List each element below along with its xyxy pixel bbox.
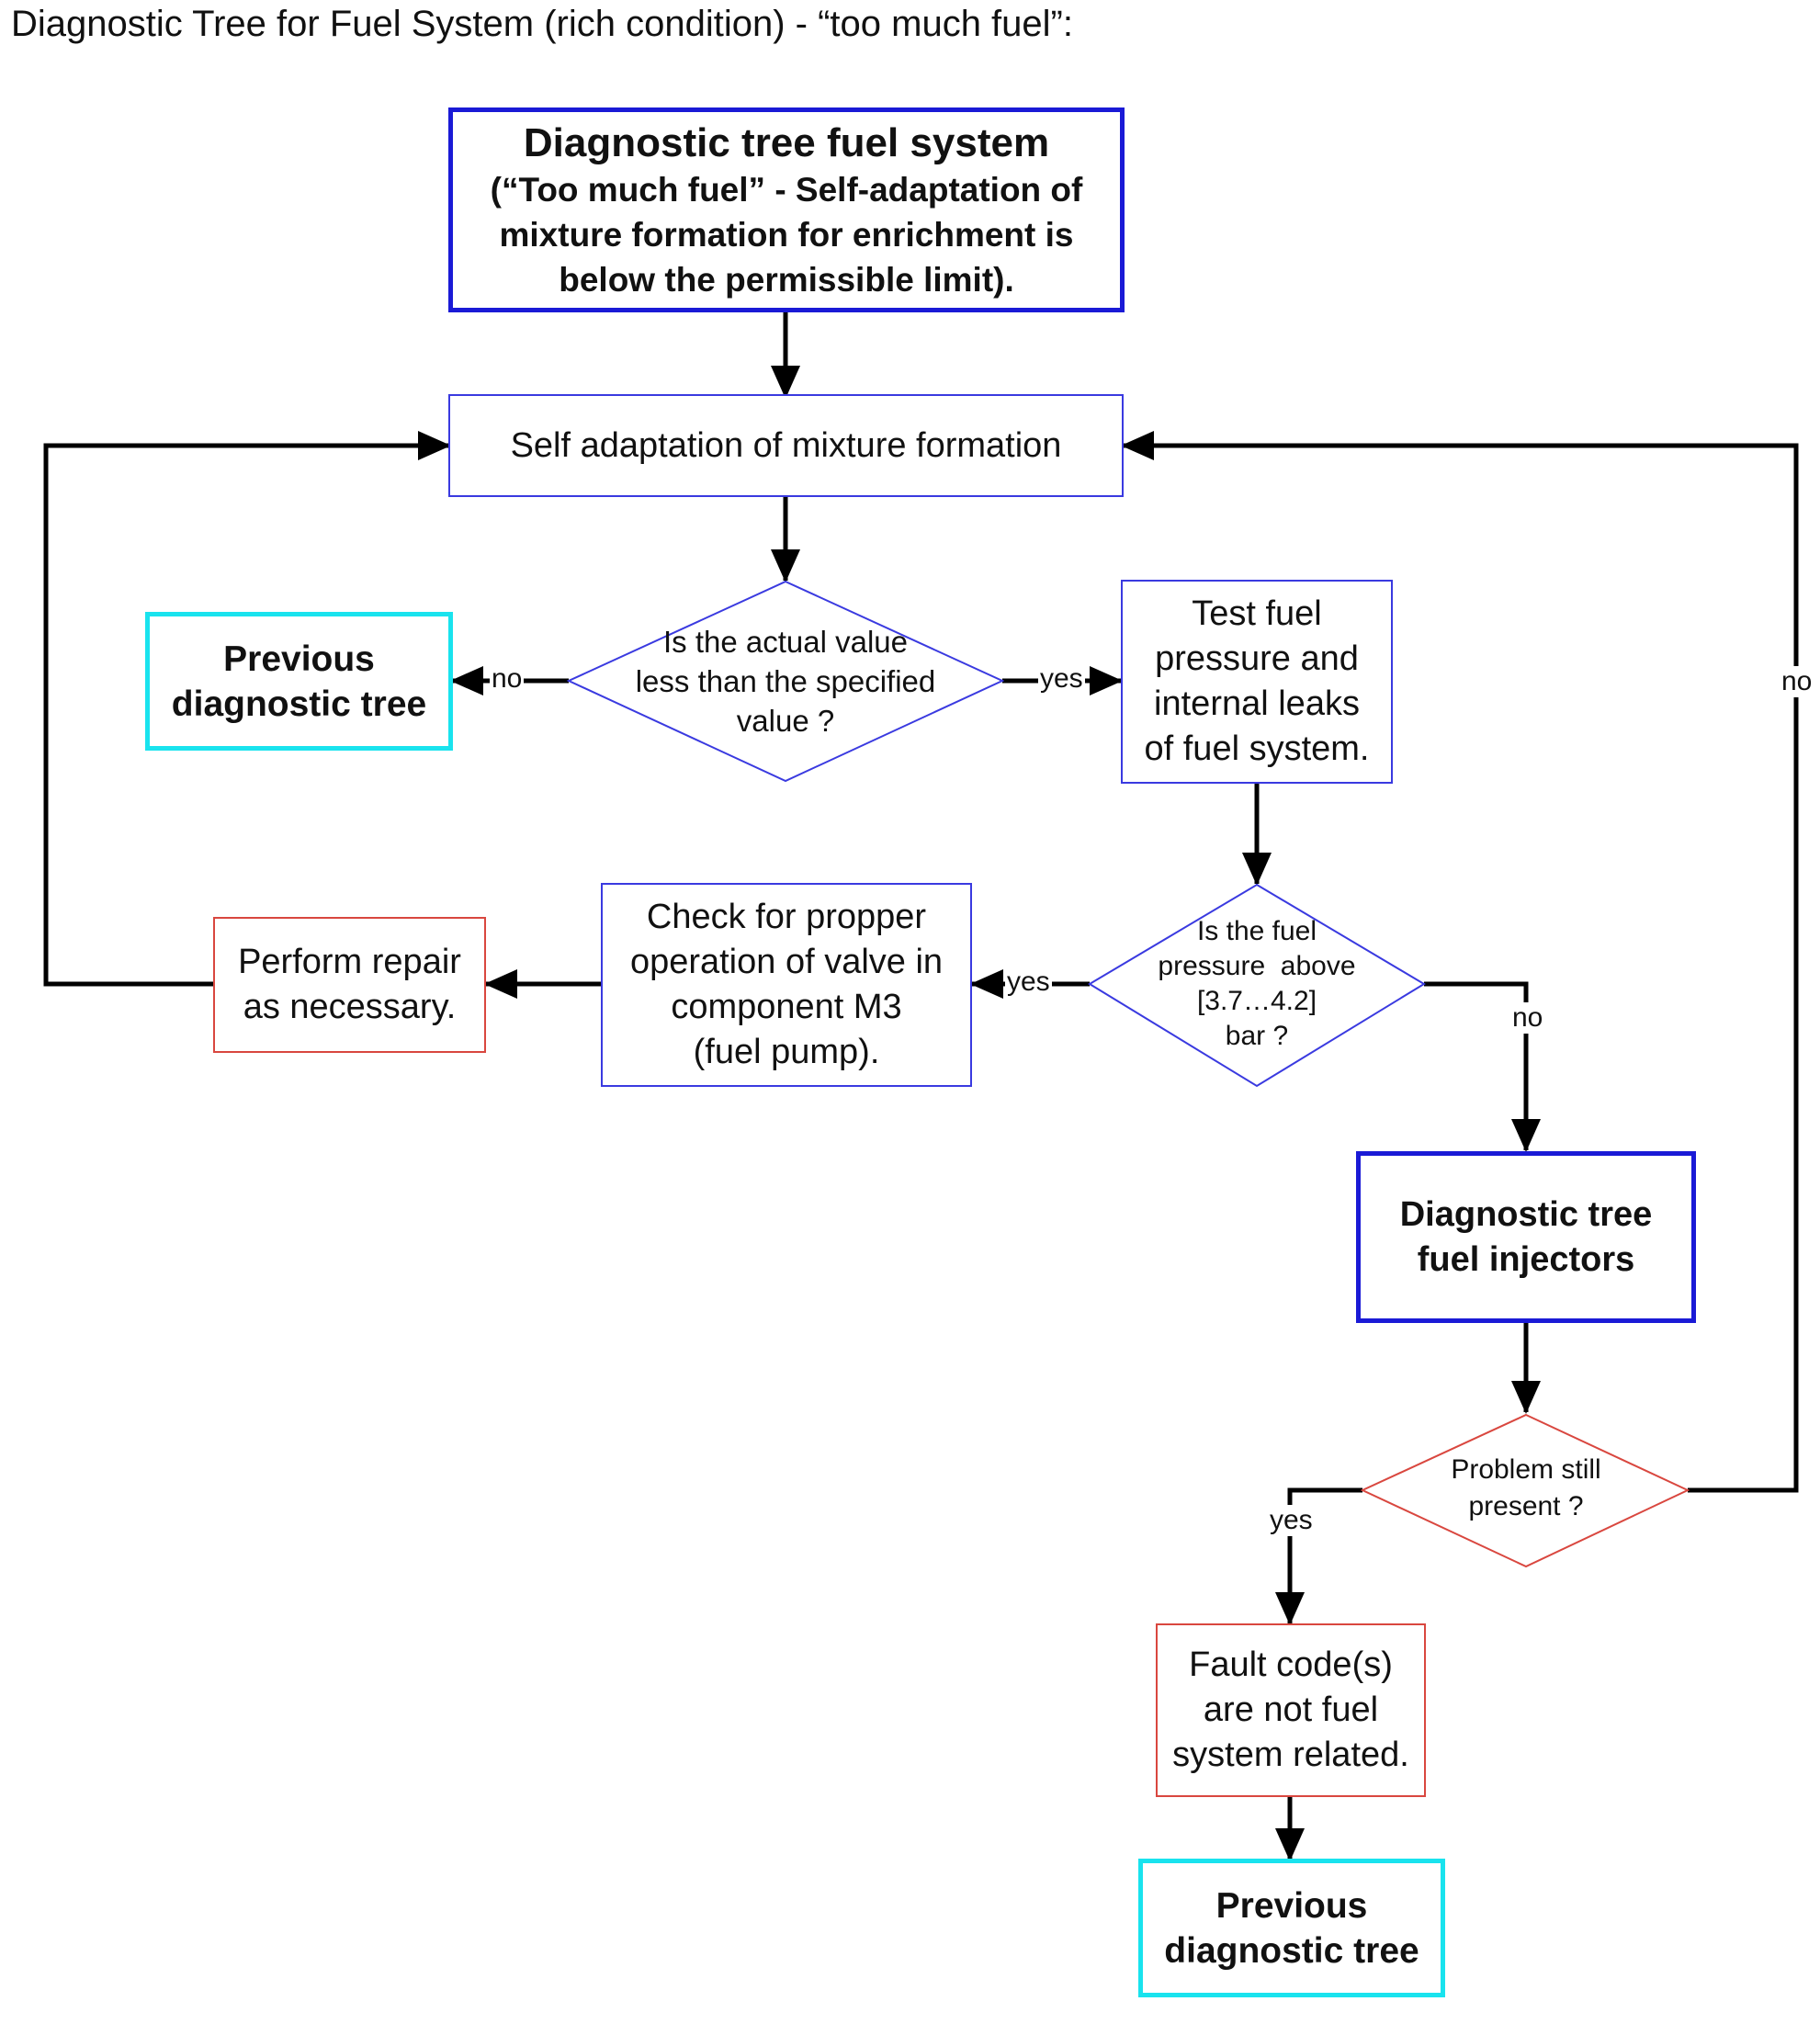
process-self-adaptation-label: Self adaptation of mixture formation [510, 425, 1062, 465]
perform-repair-line2: as necessary. [243, 988, 457, 1026]
previous-top-line2: diagnostic tree [171, 684, 427, 724]
injectors-line1: Diagnostic tree [1399, 1194, 1653, 1234]
edge-label-actual-yes: yes [1038, 663, 1085, 695]
decision-actual-value-line1: Is the actual value [663, 624, 908, 659]
decision-fuel-pressure-shape [1088, 883, 1426, 1088]
decision-fuel-pressure-line3: [3.7…4.2] [1196, 986, 1317, 1016]
check-valve-line3: component M3 [671, 988, 902, 1026]
decision-actual-value-shape [566, 580, 1005, 783]
check-valve-line2: operation of valve in [629, 943, 944, 981]
process-test-fuel-pressure: Test fuel pressure and internal leaks of… [1121, 580, 1393, 784]
edge-decision3-no [1121, 431, 1799, 1493]
check-valve-line4: (fuel pump). [693, 1033, 880, 1071]
start-node-line2: mixture formation for enrichment is [499, 216, 1074, 254]
edge-label-pressure-yes: yes [1005, 967, 1052, 998]
previous-top-line1: Previous [223, 639, 375, 679]
previous-bottom-line2: diagnostic tree [1164, 1930, 1419, 1971]
edge-label-pressure-no: no [1510, 1002, 1545, 1034]
decision-problem-line2: present ? [1468, 1491, 1584, 1521]
terminal-fault-codes-not-fuel-related: Fault code(s) are not fuel system relate… [1156, 1623, 1426, 1797]
edge-decision2-no [1424, 981, 1541, 1152]
test-fuel-line3: internal leaks [1154, 684, 1360, 723]
fault-codes-line1: Fault code(s) [1189, 1645, 1393, 1684]
process-diagnostic-tree-fuel-injectors: Diagnostic tree fuel injectors [1356, 1151, 1696, 1323]
fault-codes-line2: are not fuel [1203, 1690, 1379, 1729]
perform-repair-line1: Perform repair [238, 943, 461, 981]
edge-label-problem-no: no [1780, 666, 1814, 697]
test-fuel-line2: pressure and [1155, 639, 1359, 678]
process-perform-repair: Perform repair as necessary. [213, 917, 486, 1053]
terminal-previous-diagnostic-tree-top: Previous diagnostic tree [145, 612, 453, 751]
edge-decision3-yes [1275, 1487, 1362, 1625]
start-node-title: Diagnostic tree fuel system [523, 120, 1050, 165]
test-fuel-line4: of fuel system. [1144, 729, 1370, 768]
decision-problem-still-present: Problem still present ? [1415, 1447, 1637, 1530]
start-node-line3: below the permissible limit). [559, 261, 1014, 299]
injectors-line2: fuel injectors [1417, 1239, 1635, 1279]
previous-bottom-line1: Previous [1215, 1885, 1368, 1926]
test-fuel-line1: Test fuel [1192, 594, 1322, 633]
decision-fuel-pressure-line4: bar ? [1225, 1021, 1289, 1051]
edge-label-problem-yes: yes [1268, 1505, 1315, 1536]
process-check-valve-m3: Check for propper operation of valve in … [601, 883, 972, 1087]
decision-actual-value-line3: value ? [736, 703, 835, 738]
terminal-previous-diagnostic-tree-bottom: Previous diagnostic tree [1138, 1859, 1445, 1997]
fault-codes-line3: system related. [1172, 1736, 1409, 1774]
start-node-line1: (“Too much fuel” - Self-adaptation of [490, 171, 1083, 209]
decision-actual-value-line2: less than the specified [635, 663, 936, 698]
decision-actual-value: Is the actual value less than the specif… [606, 614, 965, 748]
decision-fuel-pressure-line1: Is the fuel [1196, 916, 1317, 946]
edge-repair-loop [43, 431, 451, 987]
process-self-adaptation: Self adaptation of mixture formation [448, 394, 1124, 497]
decision-fuel-pressure: Is the fuel pressure above [3.7…4.2] bar… [1130, 910, 1384, 1058]
decision-fuel-pressure-line2: pressure above [1158, 951, 1356, 981]
page-title: Diagnostic Tree for Fuel System (rich co… [11, 4, 1073, 44]
start-node-diagnostic-tree-fuel-system: Diagnostic tree fuel system (“Too much f… [448, 107, 1125, 312]
decision-problem-line1: Problem still [1451, 1454, 1601, 1485]
edge-label-actual-no: no [490, 663, 525, 695]
decision-problem-shape [1360, 1413, 1690, 1568]
check-valve-line1: Check for propper [646, 898, 927, 936]
